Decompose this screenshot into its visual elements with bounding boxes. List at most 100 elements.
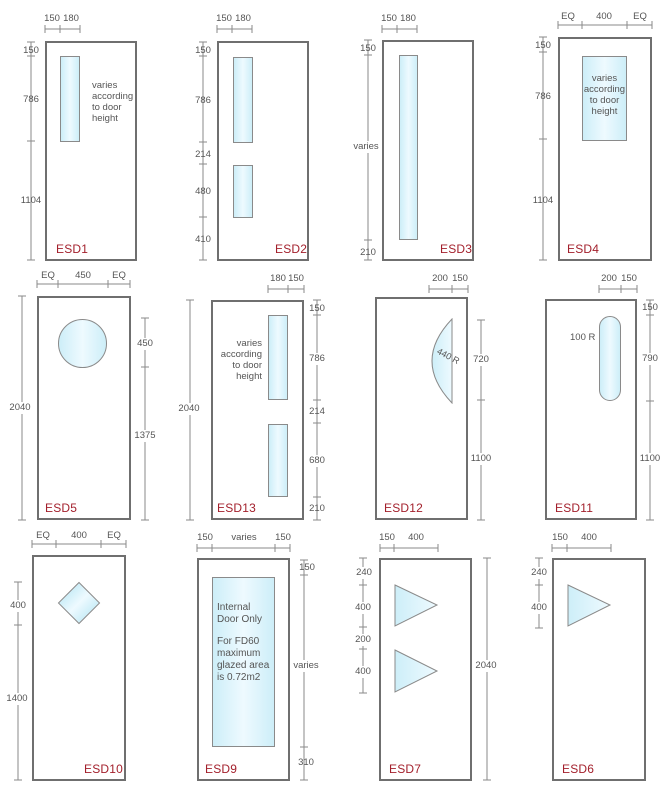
dim-label: 1375 xyxy=(134,430,156,442)
glazing-segment xyxy=(431,318,453,404)
dim-label: 150 xyxy=(309,303,325,314)
glazing-panel xyxy=(233,57,253,143)
dim-label: 150 xyxy=(216,13,232,24)
dim-label: varies xyxy=(231,532,257,543)
dim-label: EQ xyxy=(112,270,126,281)
door-code-label: ESD7 xyxy=(389,762,422,776)
dim-label: varies xyxy=(353,141,379,153)
dim-label: 150 xyxy=(44,13,60,24)
dim-label: 180 xyxy=(270,273,286,284)
dim-label: 150 xyxy=(452,273,468,284)
glazing-panel xyxy=(233,165,253,218)
dim-label: 210 xyxy=(360,247,376,258)
dim-label: 200 xyxy=(601,273,617,284)
door-code-label: ESD1 xyxy=(56,242,89,256)
dim-label: 150 xyxy=(197,532,213,543)
dim-label: 2040 xyxy=(178,403,200,415)
glazing-triangles xyxy=(394,584,439,693)
dim-label: 150 xyxy=(195,45,211,56)
dim-label: 214 xyxy=(195,149,211,160)
dim-label: EQ xyxy=(41,270,55,281)
glazing-panel xyxy=(212,577,275,747)
dim-label: 1400 xyxy=(6,693,28,705)
dim-label: 150 xyxy=(552,532,568,543)
dim-label: 400 xyxy=(581,532,597,543)
glazing-panel xyxy=(268,315,288,400)
door-esd2 xyxy=(217,41,309,261)
glazing-triangle xyxy=(567,584,612,627)
door-code-label: ESD6 xyxy=(562,762,595,776)
dim-label: 150 xyxy=(299,562,315,573)
dim-label: 240 xyxy=(356,567,372,579)
door-esd13 xyxy=(211,300,304,520)
dim-label: 240 xyxy=(531,567,547,579)
dim-label: 786 xyxy=(23,94,39,105)
door-esd5 xyxy=(37,296,131,520)
dim-label: 410 xyxy=(195,234,211,245)
dim-label: 400 xyxy=(531,602,547,614)
door-code-label: ESD9 xyxy=(205,762,238,776)
dim-label: EQ xyxy=(633,11,647,22)
dim-label: 310 xyxy=(298,757,314,768)
dim-label: 786 xyxy=(309,353,325,365)
dim-label: 150 xyxy=(23,45,39,56)
dim-label: 786 xyxy=(535,91,551,102)
dim-label: 150 xyxy=(381,13,397,24)
dim-label: 150 xyxy=(288,273,304,284)
dim-label: 1104 xyxy=(20,195,42,206)
dim-label: 200 xyxy=(355,634,371,646)
annotation-note: varies according to door height xyxy=(220,338,262,382)
glazing-panel xyxy=(582,56,627,141)
dim-label: 720 xyxy=(473,354,489,366)
dim-label: 150 xyxy=(535,40,551,51)
dim-label: 1100 xyxy=(470,453,492,465)
glazing-slot xyxy=(599,316,621,401)
dim-label: 450 xyxy=(137,338,153,350)
door-code-label: ESD4 xyxy=(567,242,600,256)
door-esd1 xyxy=(45,41,137,261)
dim-label: 480 xyxy=(195,186,211,197)
dim-label: 214 xyxy=(309,406,325,417)
dim-label: 150 xyxy=(360,43,376,54)
glazing-circle xyxy=(58,319,107,368)
dim-label: 200 xyxy=(432,273,448,284)
dim-label: 450 xyxy=(75,270,91,281)
door-code-label: ESD12 xyxy=(384,501,424,515)
dim-label: EQ xyxy=(36,530,50,541)
glazing-panel xyxy=(399,55,418,240)
door-code-label: ESD3 xyxy=(440,242,473,256)
dim-label: 400 xyxy=(596,11,612,22)
annotation-note: varies according to door height xyxy=(92,80,134,124)
door-code-label: ESD11 xyxy=(555,501,594,515)
door-code-label: ESD2 xyxy=(275,242,308,256)
dim-label: 400 xyxy=(355,602,371,614)
dim-label: 400 xyxy=(355,666,371,678)
dim-label: 180 xyxy=(400,13,416,24)
annotation-note: varies according to door height xyxy=(583,73,626,117)
dim-label: 400 xyxy=(71,530,87,541)
dim-label: 180 xyxy=(63,13,79,24)
dim-label: 1104 xyxy=(532,195,554,206)
dim-label: 210 xyxy=(309,503,325,514)
dim-label: 2040 xyxy=(9,402,31,414)
dim-label: 1100 xyxy=(639,453,661,465)
door-esd11 xyxy=(545,299,637,520)
door-esd4 xyxy=(558,37,652,261)
dim-label: 180 xyxy=(235,13,251,24)
radius-label: 100 R xyxy=(570,332,596,343)
door-code-label: ESD5 xyxy=(45,501,78,515)
door-esd3 xyxy=(382,40,474,261)
glazing-panel xyxy=(60,56,80,142)
dim-label: varies xyxy=(293,660,319,672)
dim-label: 2040 xyxy=(475,660,497,672)
dim-label: 680 xyxy=(309,455,325,467)
dim-label: EQ xyxy=(107,530,121,541)
dim-label: 786 xyxy=(195,95,211,106)
door-code-label: ESD13 xyxy=(217,501,257,515)
dim-label: EQ xyxy=(561,11,575,22)
annotation-note: Internal Door Only For FD60 maximum glaz… xyxy=(217,602,270,683)
dim-label: 150 xyxy=(275,532,291,543)
dim-label: 150 xyxy=(621,273,637,284)
dim-label: 790 xyxy=(642,353,658,365)
